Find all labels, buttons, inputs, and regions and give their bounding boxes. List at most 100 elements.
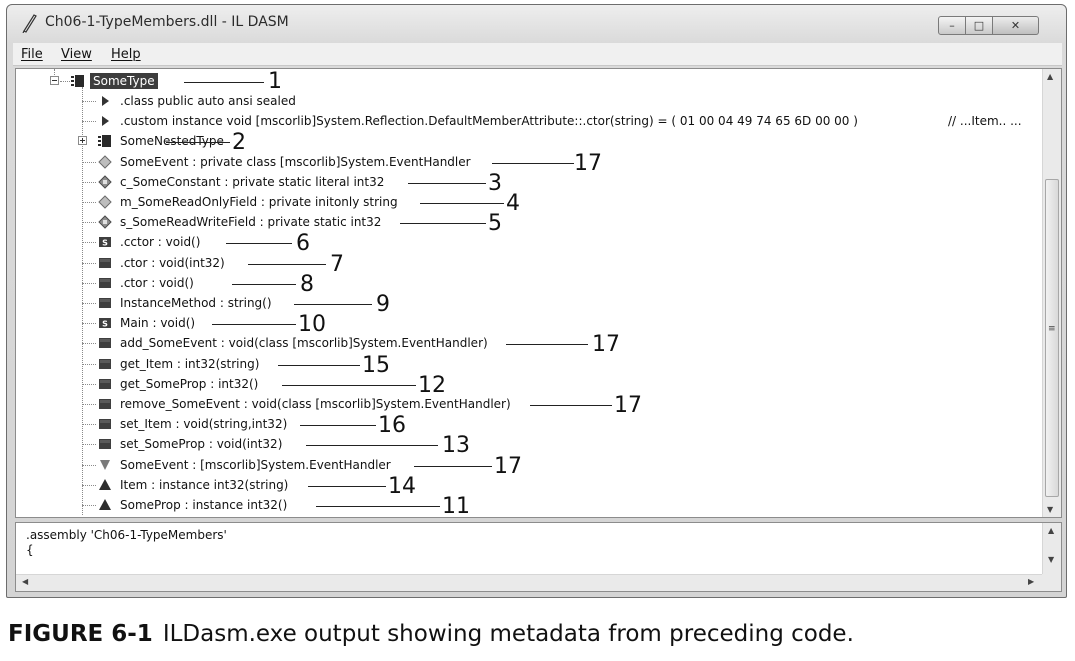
tree-node[interactable]: set_SomeProp : void(int32) <box>16 434 1042 454</box>
tree-node[interactable]: s_SomeReadWriteField : private static in… <box>16 212 1042 232</box>
tree-node-label: InstanceMethod : string() <box>120 296 272 310</box>
menu-view[interactable]: View <box>61 47 92 62</box>
method-icon <box>99 257 111 268</box>
tree-node[interactable]: .custom instance void [mscorlib]System.R… <box>16 111 1042 131</box>
title-bar[interactable]: Ch06-1-TypeMembers.dll - IL DASM – □ ✕ <box>7 5 1066 41</box>
tree-node-label: set_Item : void(string,int32) <box>120 417 288 432</box>
tree-connector <box>82 343 96 345</box>
tree-node-label: Item : instance int32(string) <box>120 477 289 492</box>
callout-number: 6 <box>296 231 310 257</box>
scroll-right-icon[interactable]: ▶ <box>1028 577 1035 586</box>
tree-connector <box>82 323 96 325</box>
tree-connector <box>82 444 96 446</box>
callout-leader-line <box>414 465 492 467</box>
callout-leader-line <box>408 182 486 184</box>
tree-node-comment: // ...Item.. ... <box>948 114 1022 129</box>
maximize-button[interactable]: □ <box>966 16 993 35</box>
class-icon <box>98 135 111 148</box>
callout-leader-line <box>506 344 588 346</box>
tree-node[interactable]: SomeEvent : private class [mscorlib]Syst… <box>16 152 1042 172</box>
collapse-toggle[interactable] <box>50 76 59 85</box>
tree-node[interactable]: SomeNestedType <box>16 131 1042 151</box>
menu-help[interactable]: Help <box>111 47 141 62</box>
triangle-right-icon <box>102 116 109 127</box>
method-icon <box>99 277 111 288</box>
callout-leader-line <box>530 405 612 406</box>
callout-leader-line <box>226 243 292 245</box>
svg-text:S: S <box>102 320 108 329</box>
minimize-icon: – <box>949 19 955 32</box>
event-icon <box>100 459 110 470</box>
close-button[interactable]: ✕ <box>993 16 1039 35</box>
tree-node-label: SomeNestedType <box>120 134 224 149</box>
tree-node[interactable]: SomeProp : instance int32() <box>16 495 1042 515</box>
scroll-down-icon[interactable]: ▼ <box>1048 555 1055 564</box>
tree-node[interactable]: InstanceMethod : string() <box>16 293 1042 313</box>
tree-connector <box>82 242 96 244</box>
scroll-up-icon[interactable]: ▲ <box>1048 526 1055 535</box>
method-icon <box>99 419 111 430</box>
method-icon <box>99 439 111 450</box>
property-icon <box>99 478 111 490</box>
tree-node-label: SomeProp : instance int32() <box>120 498 288 512</box>
tree-node[interactable]: S.cctor : void() <box>16 232 1042 252</box>
figure-caption-text: ILDasm.exe output showing metadata from … <box>162 621 854 647</box>
info-vertical-scrollbar[interactable]: ▲ ▼ <box>1042 523 1061 574</box>
method-icon <box>99 358 111 369</box>
tree-node[interactable]: .ctor : void() <box>16 273 1042 293</box>
tree-node[interactable]: Item : instance int32(string) <box>16 475 1042 495</box>
callout-leader-line <box>306 445 438 447</box>
scroll-down-icon[interactable]: ▼ <box>1047 505 1054 514</box>
static-method-icon: S <box>99 318 111 329</box>
tree-node-label: .custom instance void [mscorlib]System.R… <box>120 114 858 129</box>
callout-number: 4 <box>506 191 520 216</box>
callout-number: 13 <box>442 433 470 459</box>
tree-node[interactable]: SomeEvent : [mscorlib]System.EventHandle… <box>16 455 1042 475</box>
assembly-info-pane[interactable]: .assembly 'Ch06-1-TypeMembers' { ▲ ▼ ◀ ▶ <box>15 522 1062 592</box>
window-title: Ch06-1-TypeMembers.dll - IL DASM <box>45 14 289 30</box>
svg-text:S: S <box>102 239 108 248</box>
class-icon <box>71 75 84 87</box>
tree-node[interactable]: remove_SomeEvent : void(class [mscorlib]… <box>16 394 1042 414</box>
tree-node[interactable]: m_SomeReadOnlyField : private initonly s… <box>16 192 1042 212</box>
tree-node[interactable]: set_Item : void(string,int32) <box>16 414 1042 434</box>
tree-node[interactable]: get_SomeProp : int32() <box>16 374 1042 394</box>
figure-caption: FIGURE 6-1 ILDasm.exe output showing meta… <box>8 621 854 647</box>
tree-node[interactable]: .ctor : void(int32) <box>16 253 1042 273</box>
tree-node-label: m_SomeReadOnlyField : private initonly s… <box>120 195 398 209</box>
menu-file[interactable]: File <box>21 47 43 62</box>
callout-leader-line <box>282 384 416 386</box>
tree-connector <box>82 87 83 515</box>
callout-leader-line <box>316 506 440 507</box>
ildasm-window: Ch06-1-TypeMembers.dll - IL DASM – □ ✕ F… <box>6 4 1067 598</box>
expand-toggle[interactable] <box>78 136 87 146</box>
scroll-left-icon[interactable]: ◀ <box>22 577 29 586</box>
tree-node[interactable]: c_SomeConstant : private static literal … <box>16 172 1042 192</box>
callout-number: 12 <box>418 372 446 398</box>
tree-node[interactable]: get_Item : int32(string) <box>16 354 1042 374</box>
maximize-icon: □ <box>973 19 985 32</box>
tree-connector <box>82 464 96 466</box>
info-horizontal-scrollbar[interactable]: ◀ ▶ <box>16 574 1042 591</box>
tree-node[interactable]: add_SomeEvent : void(class [mscorlib]Sys… <box>16 333 1042 353</box>
callout-number: 16 <box>378 413 406 439</box>
scrollbar-thumb[interactable] <box>1045 179 1059 497</box>
static-method-icon: S <box>99 237 111 248</box>
callout-leader-line <box>308 485 386 487</box>
tree-node-label: get_SomeProp : int32() <box>120 376 259 391</box>
callout-leader-line <box>212 324 296 326</box>
callout-number: 14 <box>388 473 416 499</box>
tree-vertical-scrollbar[interactable]: ▲ ▼ ≡ <box>1042 69 1061 517</box>
tree-node-sometype[interactable]: SomeType <box>16 71 1042 91</box>
minimize-button[interactable]: – <box>938 16 966 35</box>
callout-leader-line <box>420 203 504 204</box>
callout-number: 15 <box>362 352 390 378</box>
tree-view[interactable]: SomeType .class public auto ansi sealed.… <box>15 68 1062 518</box>
callout-leader-line <box>300 425 376 427</box>
callout-number: 17 <box>614 393 642 418</box>
callout-leader-line <box>232 283 296 285</box>
scroll-up-icon[interactable]: ▲ <box>1047 72 1054 81</box>
tree-node[interactable]: .class public auto ansi sealed <box>16 91 1042 111</box>
figure-number: FIGURE 6-1 <box>8 621 153 647</box>
